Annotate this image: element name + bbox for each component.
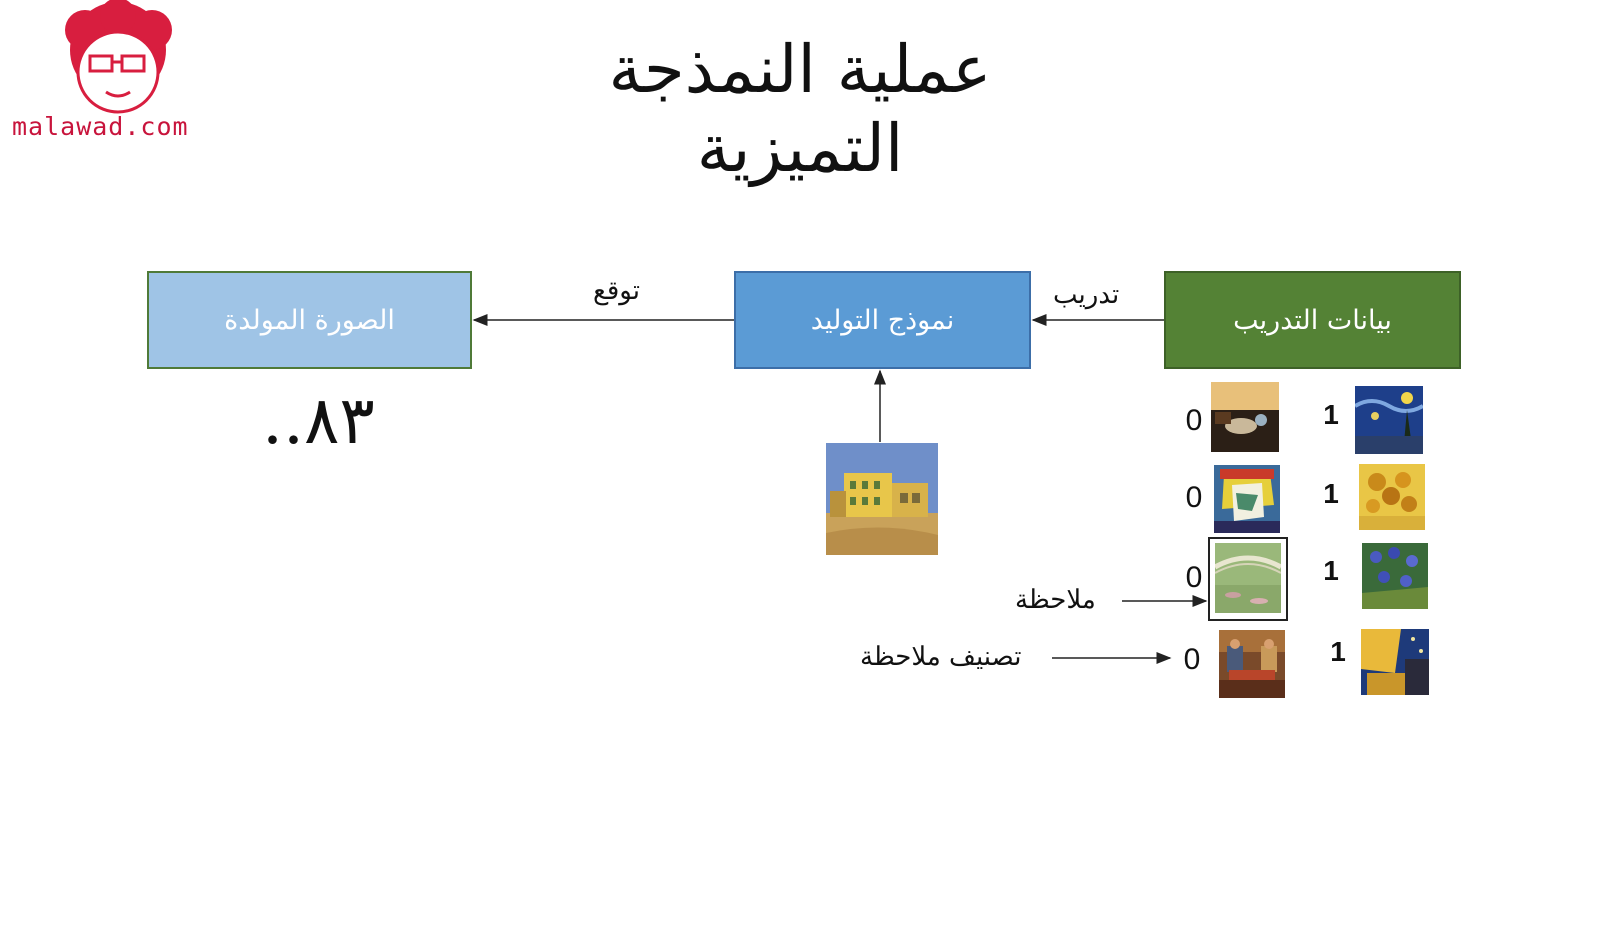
- generated-image-label: الصورة المولدة: [224, 304, 395, 336]
- training-data-label: بيانات التدريب: [1233, 304, 1392, 336]
- generative-model-box: نموذج التوليد: [734, 271, 1031, 369]
- predict-label: توقع: [593, 276, 640, 306]
- sample-label: 1: [1323, 478, 1339, 509]
- sunflowers-painting: [1359, 464, 1425, 530]
- cartoon-face-logo-icon: [65, 0, 172, 114]
- sample-label: 0: [1185, 481, 1203, 514]
- sample-label: 1: [1330, 636, 1346, 667]
- sample-label: 0: [1185, 561, 1203, 594]
- sample-label: 1: [1323, 399, 1339, 430]
- logo-text: malawad.com: [12, 112, 189, 141]
- observation-classification-label: تصنيف ملاحظة: [860, 642, 1022, 672]
- yellow-house-painting: [826, 443, 938, 555]
- training-data-box: بيانات التدريب: [1164, 271, 1461, 369]
- sample-label: 0: [1185, 404, 1203, 437]
- weeping-woman-painting: [1214, 465, 1280, 533]
- sample-label: 0: [1183, 643, 1201, 676]
- persistence-of-memory-painting: [1211, 382, 1279, 452]
- card-players-painting: [1219, 630, 1285, 698]
- observation-label: ملاحظة: [1015, 585, 1096, 615]
- sample-label: 1: [1323, 555, 1339, 586]
- starry-night-painting: [1355, 386, 1423, 454]
- irises-painting: [1362, 543, 1428, 609]
- cafe-terrace-painting: [1361, 629, 1429, 695]
- selected-sample-frame: [1208, 537, 1288, 621]
- page-title: عملية النمذجة التميزية: [608, 31, 992, 188]
- generative-model-label: نموذج التوليد: [810, 304, 955, 336]
- water-lilies-bridge-painting: [1215, 543, 1281, 613]
- slide-number: ٨٣..: [262, 382, 375, 459]
- site-logo[interactable]: malawad.com: [10, 0, 240, 150]
- generated-image-box: الصورة المولدة: [147, 271, 472, 369]
- train-label: تدريب: [1053, 280, 1120, 310]
